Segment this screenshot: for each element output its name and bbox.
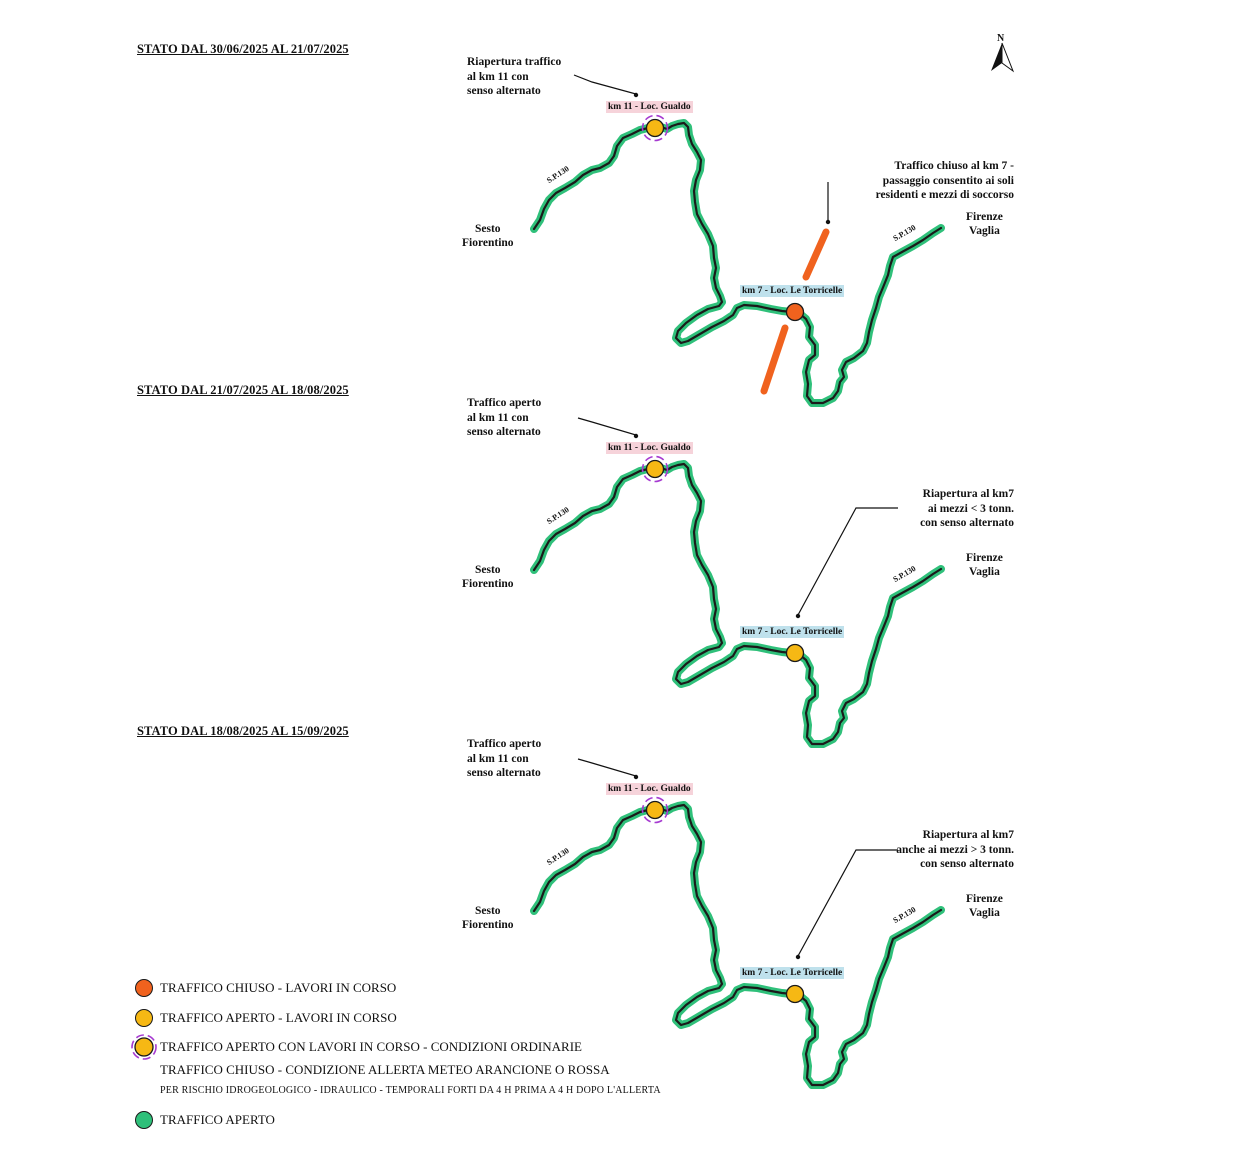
status-marker-icon [645, 459, 665, 479]
legend-open-ordinary-label: TRAFFICO APERTO CON LAVORI IN CORSO - CO… [160, 1039, 582, 1054]
legend-open-ordinary-dot-icon [131, 1034, 157, 1060]
place-firenze-vaglia: Firenze Vaglia [966, 211, 1003, 237]
road-map [530, 758, 945, 1089]
road-map [530, 417, 945, 748]
note-km11: Riapertura traffico al km 11 con senso a… [467, 56, 562, 97]
ordinary-conditions-ring-icon [641, 796, 669, 824]
closure-bar [802, 228, 830, 281]
period-title: STATO DAL 30/06/2025 AL 21/07/2025 [137, 42, 349, 56]
note-km7: Riapertura al km7 anche ai mezzi > 3 ton… [896, 829, 1014, 870]
legend-alert-label: TRAFFICO CHIUSO - CONDIZIONE ALLERTA MET… [160, 1062, 610, 1077]
status-panel-2: STATO DAL 21/07/2025 AL 18/08/2025 Traff… [0, 383, 1240, 748]
legend-open-dot-icon [135, 1111, 153, 1129]
place-sesto-fiorentino: Sesto Fiorentino [462, 223, 514, 249]
status-panel-3: STATO DAL 18/08/2025 AL 15/09/2025 Traff… [0, 724, 1240, 1089]
ordinary-conditions-ring-icon [641, 455, 669, 483]
legend-alert-sub-label: PER RISCHIO IDROGEOLOGICO - IDRAULICO - … [160, 1085, 661, 1096]
place-firenze-vaglia: Firenze Vaglia [966, 893, 1003, 919]
legend-open-label: TRAFFICO APERTO [160, 1112, 275, 1127]
period-title: STATO DAL 18/08/2025 AL 15/09/2025 [137, 724, 349, 738]
place-firenze-vaglia: Firenze Vaglia [966, 552, 1003, 578]
label-km11-gualdo: km 11 - Loc. Gualdo [606, 442, 693, 454]
status-marker-icon [645, 800, 665, 820]
place-sesto-fiorentino: Sesto Fiorentino [462, 564, 514, 590]
note-km11: Traffico aperto al km 11 con senso alter… [467, 397, 542, 438]
north-label: N [997, 33, 1005, 44]
north-arrow-icon [991, 42, 1015, 73]
closure-bar [760, 324, 789, 395]
label-km7-torricelle: km 7 - Loc. Le Torricelle [740, 626, 845, 638]
place-sesto-fiorentino: Sesto Fiorentino [462, 905, 514, 931]
status-marker-icon [785, 643, 805, 663]
status-panel-1: STATO DAL 30/06/2025 AL 21/07/2025 Riape… [0, 42, 1240, 407]
status-marker-icon [785, 984, 805, 1004]
legend: TRAFFICO CHIUSO - LAVORI IN CORSO TRAFFI… [131, 978, 832, 1138]
label-km11-gualdo: km 11 - Loc. Gualdo [606, 783, 693, 795]
legend-open-works-dot-icon [135, 1009, 153, 1027]
note-km7: Traffico chiuso al km 7 - passaggio cons… [875, 160, 1014, 201]
road-map [530, 74, 945, 407]
label-km7-torricelle: km 7 - Loc. Le Torricelle [740, 967, 845, 979]
note-km11: Traffico aperto al km 11 con senso alter… [467, 738, 542, 779]
note-km7: Riapertura al km7 ai mezzi < 3 tonn. con… [920, 488, 1014, 529]
status-marker-icon [645, 118, 665, 138]
ordinary-conditions-ring-icon [641, 114, 669, 142]
legend-closed-dot-icon [135, 979, 153, 997]
period-title: STATO DAL 21/07/2025 AL 18/08/2025 [137, 383, 349, 397]
label-km11-gualdo: km 11 - Loc. Gualdo [606, 101, 693, 113]
label-km7-torricelle: km 7 - Loc. Le Torricelle [740, 285, 845, 297]
status-marker-icon [785, 302, 805, 322]
legend-open-works-label: TRAFFICO APERTO - LAVORI IN CORSO [160, 1010, 397, 1025]
legend-closed-label: TRAFFICO CHIUSO - LAVORI IN CORSO [160, 980, 397, 995]
